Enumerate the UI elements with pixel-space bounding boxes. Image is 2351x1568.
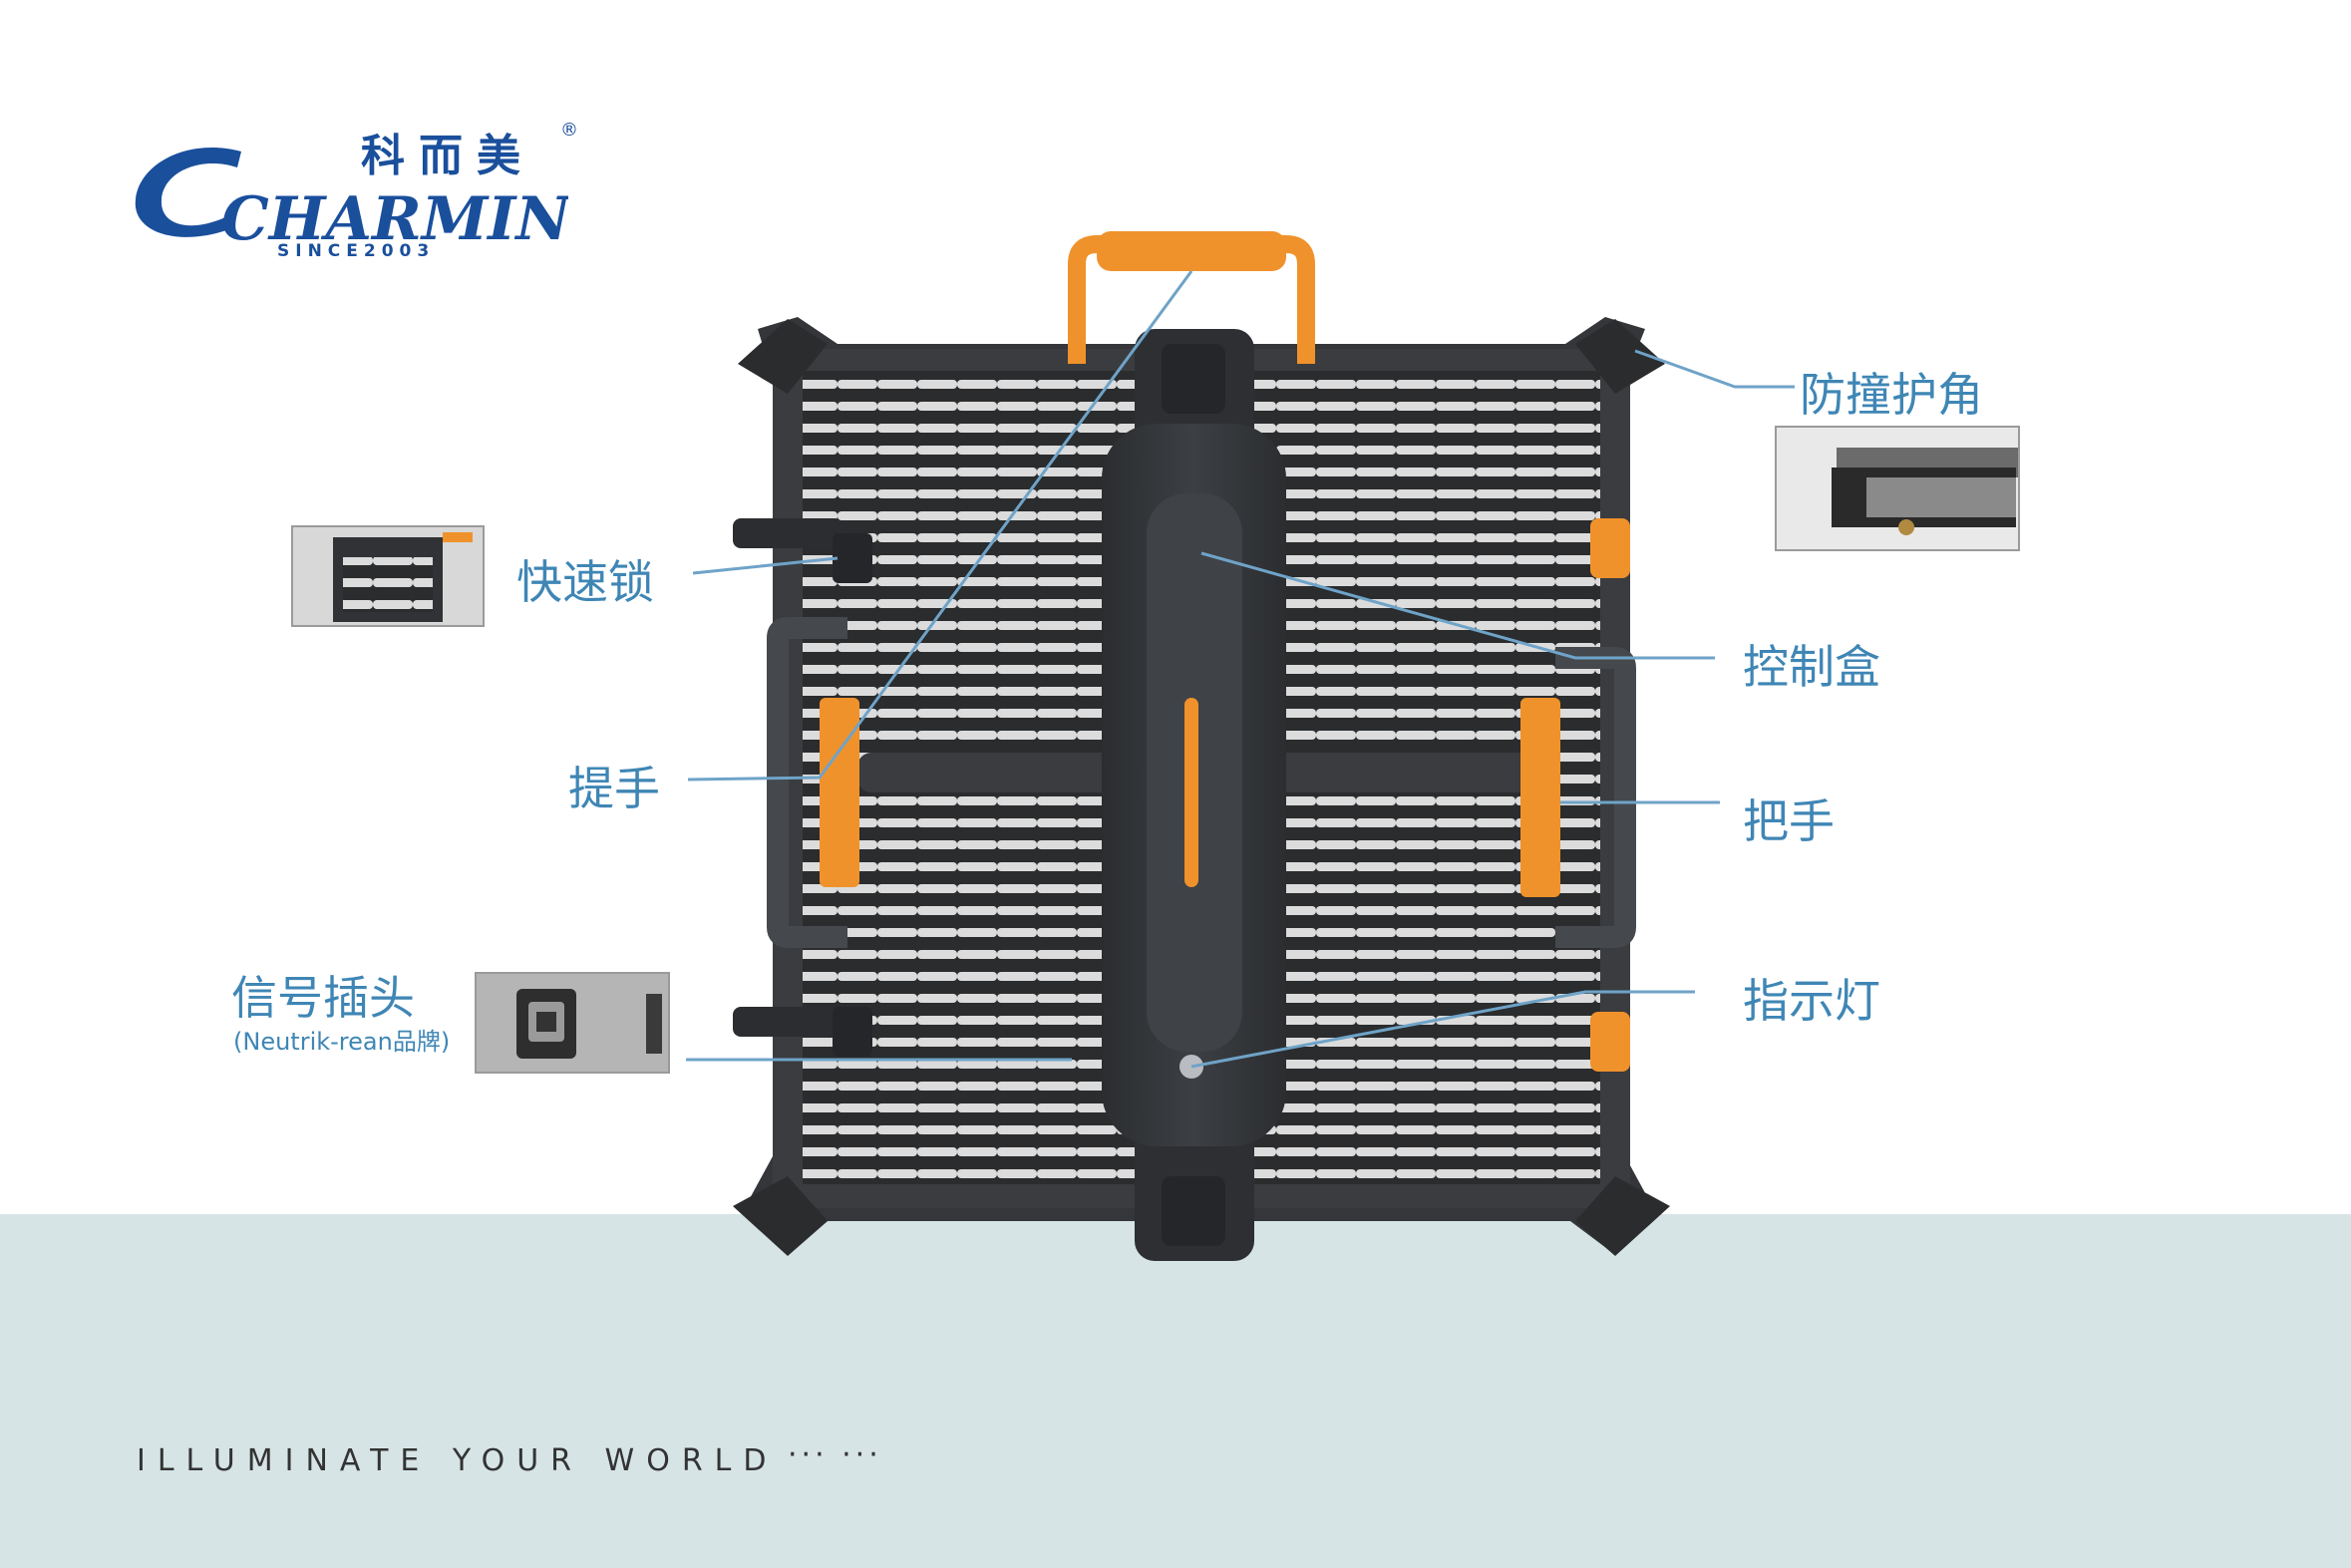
registered-mark: ®: [560, 120, 578, 141]
brand-name-cn: 科而美: [361, 131, 534, 181]
quick-locks: [733, 518, 1630, 1072]
control-box: [1102, 329, 1286, 1261]
brand-wordmark-text: CHARMING: [221, 184, 568, 247]
label-signal-plug: 信号插头: [231, 971, 415, 1025]
leader-carry-handle: [687, 270, 1193, 782]
brand-logo: 科而美 ® CHARMING SINCE2003: [130, 120, 588, 269]
label-side-handle: 把手: [1743, 794, 1835, 848]
signal-plug-thumbnail: [475, 972, 670, 1074]
brand-since: SINCE2003: [277, 241, 436, 261]
tagline: ILLUMINATE YOUR WORLD: [137, 1443, 779, 1478]
leader-indicator-light: [1190, 990, 1695, 1069]
label-control-box: 控制盒: [1743, 640, 1880, 694]
carry-handle: [1068, 231, 1315, 364]
bottom-band: [0, 1214, 2351, 1568]
corner-protector-thumbnail: [1775, 426, 2020, 551]
quick-lock-thumbnail: [291, 525, 485, 627]
label-carry-handle: 提手: [568, 762, 660, 815]
label-corner-protector: 防撞护角: [1800, 368, 1983, 422]
corner-protectors: [733, 319, 1670, 1256]
leader-control-box: [1200, 551, 1715, 660]
label-signal-plug-note: (Neutrik-rean品牌): [233, 1028, 451, 1056]
leader-lines: [686, 270, 1795, 1069]
label-indicator-light: 指示灯: [1743, 974, 1880, 1028]
leader-quick-lock: [692, 556, 839, 575]
tagline-dots: ··· ···: [788, 1437, 882, 1472]
brand-wordmark-logo: CHARMING: [135, 148, 568, 247]
leader-corner-protector: [1634, 349, 1795, 389]
label-quick-lock: 快速锁: [516, 555, 654, 609]
